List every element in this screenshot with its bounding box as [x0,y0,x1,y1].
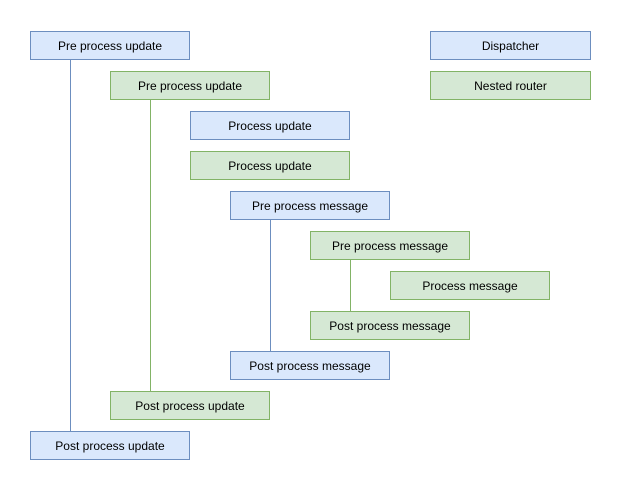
connector-message-lifeline-blue [270,220,271,351]
node-pre-process-update-blue: Pre process update [30,31,190,60]
node-process-update-green: Process update [190,151,350,180]
node-label: Pre process update [137,78,243,93]
node-label: Dispatcher [481,38,540,53]
node-dispatcher: Dispatcher [430,31,591,60]
node-post-process-update-green: Post process update [110,391,270,420]
node-post-process-message-blue: Post process message [230,351,390,380]
node-pre-process-message-green: Pre process message [310,231,470,260]
node-label: Post process update [55,438,165,453]
node-label: Pre process message [331,238,449,253]
node-label: Post process message [329,318,451,333]
node-label: Nested router [474,78,547,93]
connector-update-lifeline-blue [70,60,71,431]
connector-update-lifeline-green [150,100,151,391]
node-label: Process update [228,118,312,133]
node-post-process-update-blue: Post process update [30,431,190,460]
node-pre-process-message-blue: Pre process message [230,191,390,220]
node-label: Post process update [135,398,245,413]
node-label: Process message [422,278,518,293]
node-label: Pre process message [251,198,369,213]
node-label: Process update [228,158,312,173]
node-process-update-blue: Process update [190,111,350,140]
node-process-message-green: Process message [390,271,550,300]
connector-message-lifeline-green [350,260,351,311]
node-nested-router: Nested router [430,71,591,100]
node-label: Pre process update [57,38,163,53]
node-label: Post process message [249,358,371,373]
node-pre-process-update-green: Pre process update [110,71,270,100]
node-post-process-message-green: Post process message [310,311,470,340]
